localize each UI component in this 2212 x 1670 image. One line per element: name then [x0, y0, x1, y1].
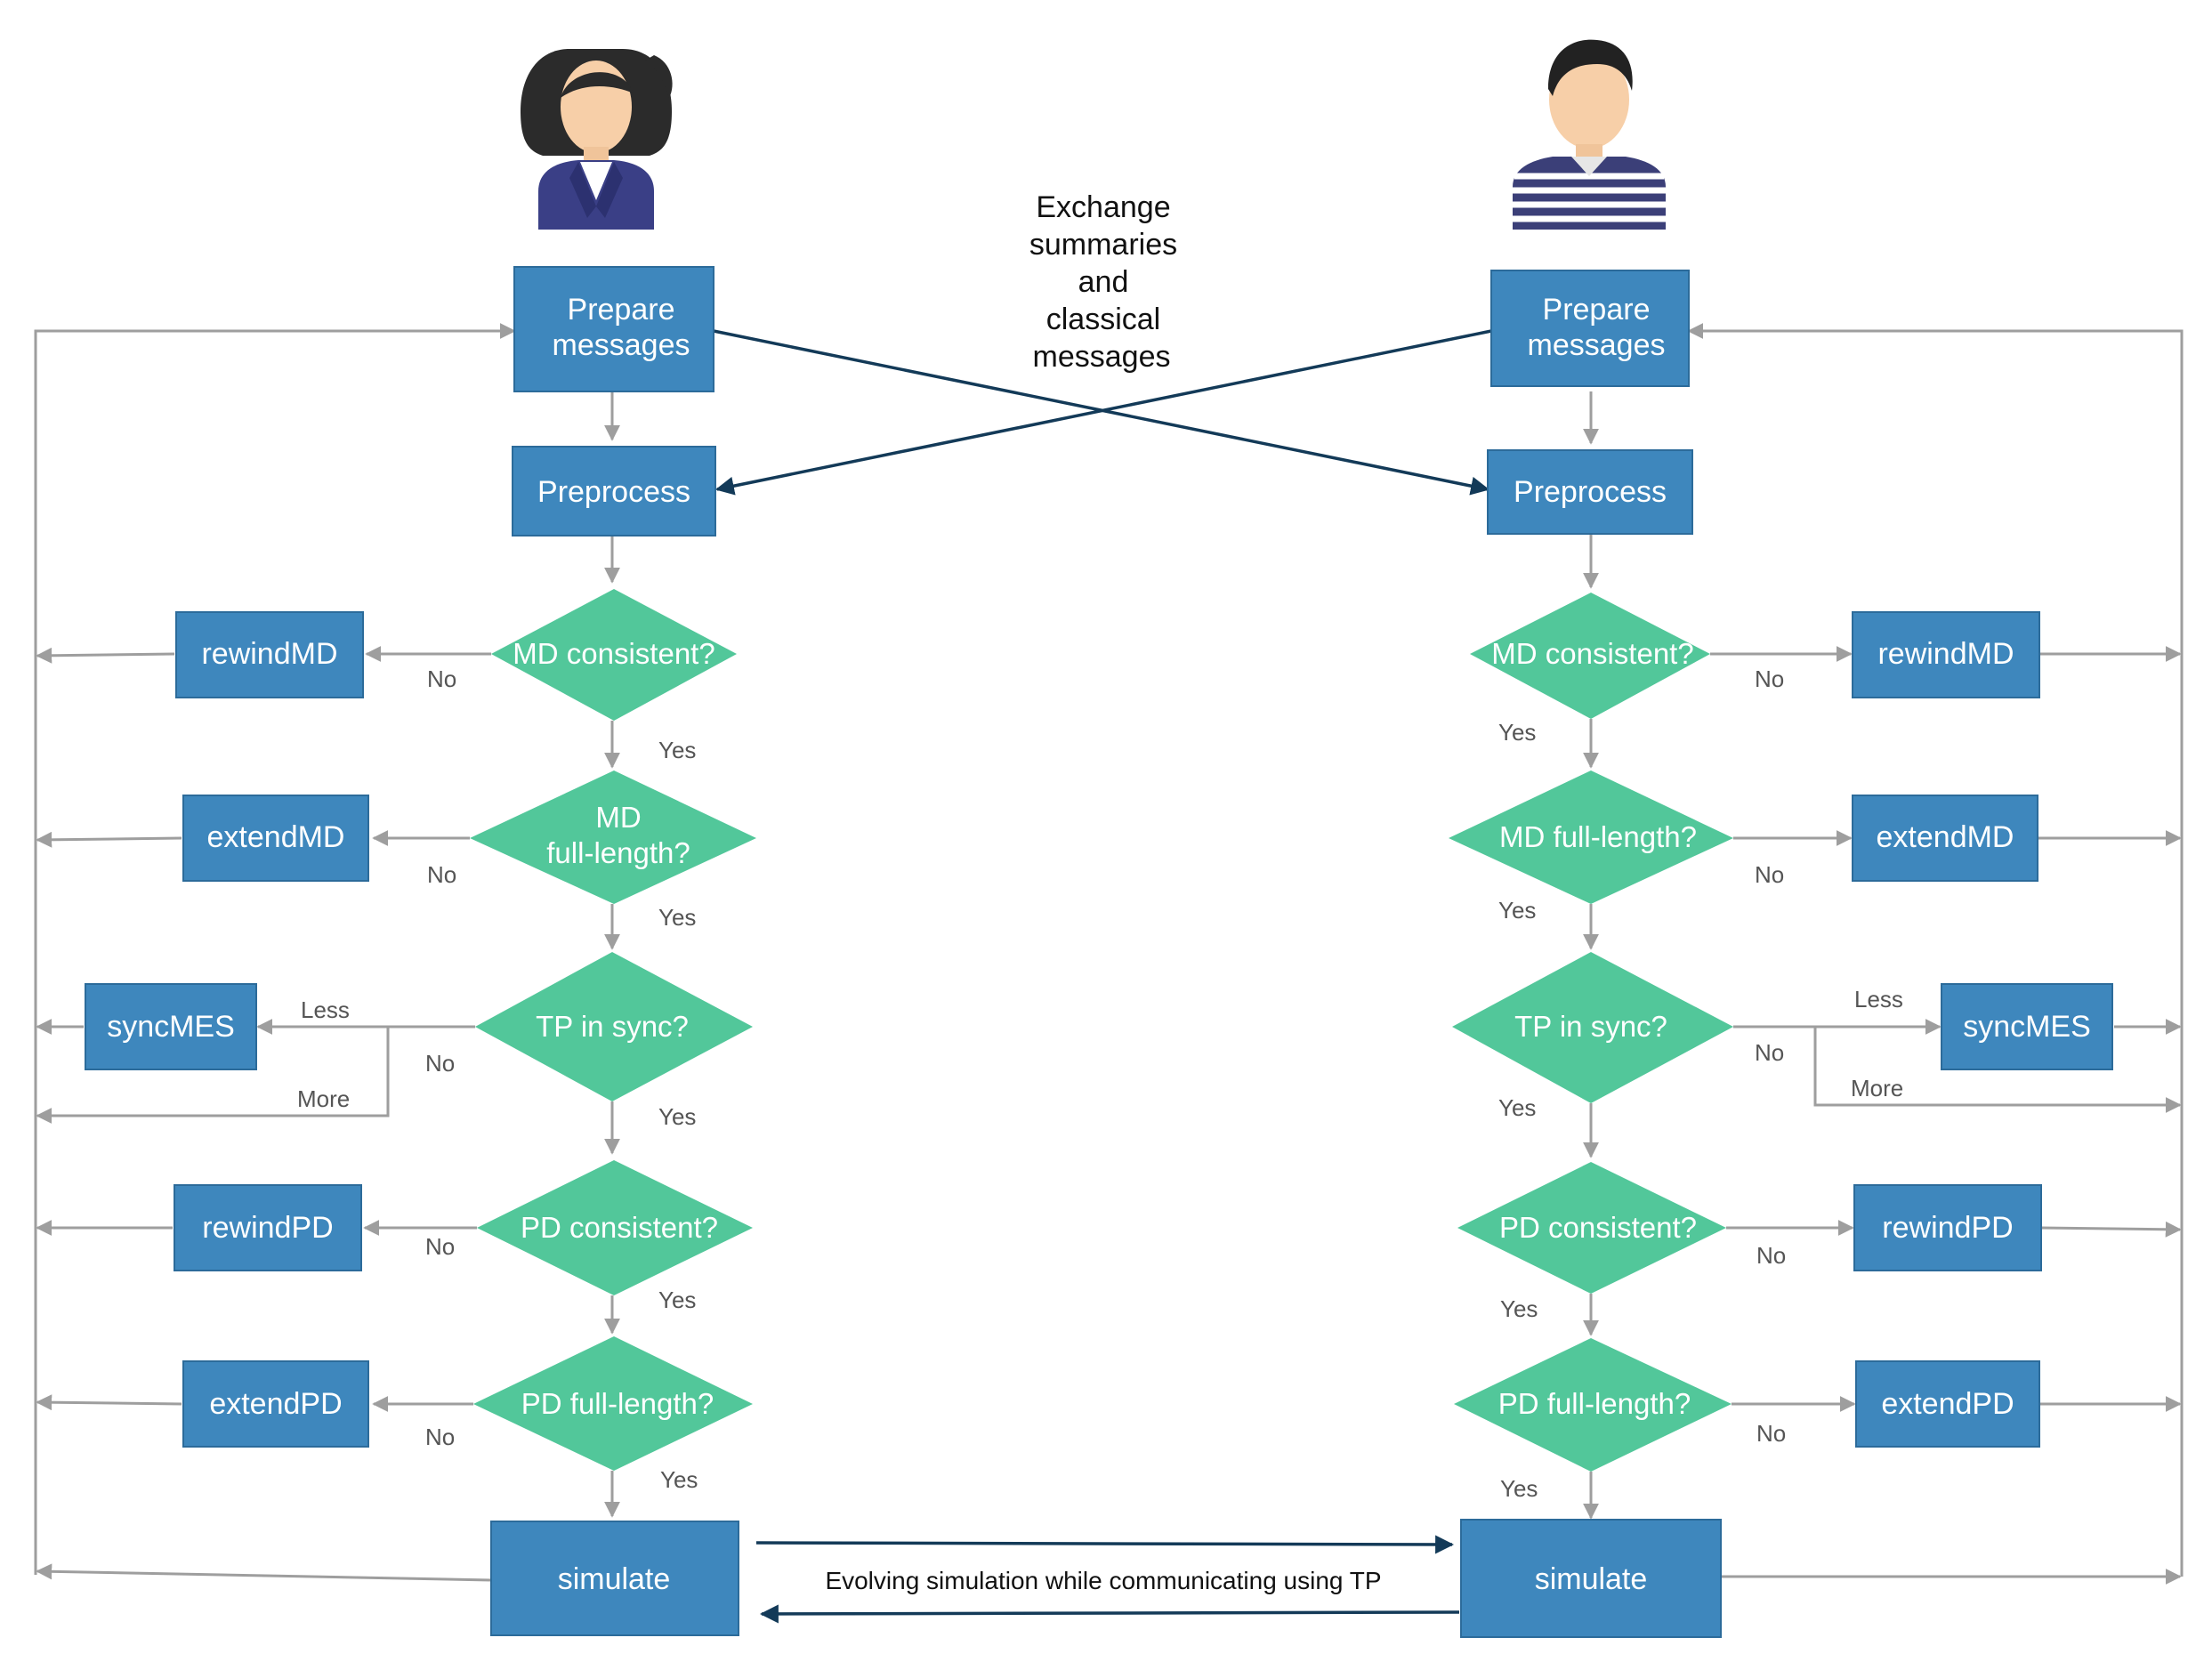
left-pd-consistent-diamond[interactable]: PD consistent? — [477, 1160, 753, 1295]
right-extend-md-box[interactable]: extendMD — [1852, 795, 2038, 882]
left-rewind-md-box[interactable]: rewindMD — [175, 611, 364, 698]
right-preprocess-label: Preprocess — [1514, 475, 1667, 509]
right-prepare-label-line2: messages — [1528, 328, 1666, 362]
exchange-note-line4: classical — [1046, 303, 1160, 336]
left-sync-mes-label: syncMES — [107, 1010, 235, 1044]
left-tp-no-label: No — [425, 1050, 455, 1077]
left-md-full-length-diamond[interactable]: MD full-length? — [470, 770, 756, 904]
right-prepare-messages-box[interactable]: Prepare messages — [1490, 270, 1690, 387]
left-rewind-md-label: rewindMD — [201, 637, 337, 671]
left-md-full-length-label-line1: MD — [595, 801, 641, 834]
left-pd-consistent-yes-label: Yes — [658, 1287, 696, 1313]
left-prepare-label-line1: Prepare — [568, 293, 675, 327]
right-md-consistent-label: MD consistent? — [1491, 637, 1693, 670]
left-preprocess-box[interactable]: Preprocess — [512, 446, 716, 536]
exchange-note: Exchange summaries and classical message… — [1029, 190, 1177, 374]
right-pd-full-length-diamond[interactable]: PD full-length? — [1454, 1338, 1732, 1472]
right-prepare-label-line1: Prepare — [1543, 293, 1651, 327]
right-tp-no-label: No — [1755, 1039, 1784, 1066]
left-tp-in-sync-label: TP in sync? — [536, 1010, 689, 1043]
right-pd-consistent-diamond[interactable]: PD consistent? — [1457, 1162, 1726, 1294]
left-flow: Prepare messages Preprocess MD consisten… — [85, 266, 756, 1636]
man-avatar-icon — [1513, 39, 1666, 230]
right-md-full-length-label: MD full-length? — [1499, 820, 1697, 853]
right-pd-full-length-label: PD full-length? — [1498, 1387, 1691, 1420]
right-tp-in-sync-diamond[interactable]: TP in sync? — [1452, 952, 1733, 1103]
left-md-full-length-no-label: No — [427, 861, 456, 888]
right-extend-pd-box[interactable]: extendPD — [1855, 1360, 2040, 1448]
right-flow: Prepare messages Preprocess MD consisten… — [1449, 270, 2113, 1638]
exchange-note-line3: and — [1078, 265, 1129, 299]
left-tp-less-label: Less — [301, 996, 350, 1023]
right-rewind-pd-box[interactable]: rewindPD — [1853, 1184, 2042, 1271]
left-simulate-box[interactable]: simulate — [490, 1521, 739, 1636]
right-tp-in-sync-label: TP in sync? — [1514, 1010, 1667, 1043]
right-tp-more-label: More — [1851, 1075, 1903, 1101]
left-pd-full-length-no-label: No — [425, 1424, 455, 1450]
left-rewind-pd-label: rewindPD — [202, 1211, 333, 1245]
right-md-consistent-yes-label: Yes — [1498, 719, 1536, 746]
left-rewind-pd-box[interactable]: rewindPD — [174, 1184, 362, 1271]
left-prepare-label-line2: messages — [553, 328, 690, 362]
exchange-note-line1: Exchange — [1036, 190, 1170, 224]
exchange-arrows — [713, 329, 1492, 1624]
right-extend-pd-label: extendPD — [1881, 1387, 2014, 1421]
left-pd-consistent-label: PD consistent? — [521, 1211, 718, 1244]
left-tp-yes-label: Yes — [658, 1103, 696, 1130]
right-pd-consistent-yes-label: Yes — [1500, 1295, 1538, 1322]
right-md-consistent-no-label: No — [1755, 666, 1784, 692]
right-md-consistent-diamond[interactable]: MD consistent? — [1470, 593, 1710, 719]
right-pd-consistent-label: PD consistent? — [1499, 1211, 1697, 1244]
right-rewind-md-label: rewindMD — [1877, 637, 2014, 671]
right-tp-yes-label: Yes — [1498, 1094, 1536, 1121]
left-pd-consistent-no-label: No — [425, 1233, 455, 1260]
left-extend-md-box[interactable]: extendMD — [182, 795, 369, 882]
left-pd-full-length-label: PD full-length? — [521, 1387, 714, 1420]
right-rewind-md-box[interactable]: rewindMD — [1852, 611, 2040, 698]
right-simulate-box[interactable]: simulate — [1460, 1519, 1722, 1638]
footer-note: Evolving simulation while communicating … — [825, 1567, 1381, 1594]
left-md-consistent-yes-label: Yes — [658, 737, 696, 763]
left-simulate-label: simulate — [558, 1562, 671, 1596]
left-md-consistent-no-label: No — [427, 666, 456, 692]
right-md-full-length-yes-label: Yes — [1498, 897, 1536, 924]
right-sync-mes-label: syncMES — [1963, 1010, 2091, 1044]
left-md-full-length-yes-label: Yes — [658, 904, 696, 931]
right-rewind-pd-label: rewindPD — [1882, 1211, 2013, 1245]
right-tp-less-label: Less — [1854, 986, 1903, 1012]
exchange-note-line2: summaries — [1029, 228, 1177, 262]
right-pd-consistent-no-label: No — [1756, 1242, 1786, 1269]
left-pd-full-length-diamond[interactable]: PD full-length? — [473, 1336, 753, 1471]
left-sync-mes-box[interactable]: syncMES — [85, 983, 257, 1070]
right-md-full-length-diamond[interactable]: MD full-length? — [1449, 770, 1733, 904]
left-md-full-length-label-line2: full-length? — [546, 836, 690, 869]
branch-labels: No Yes No Yes Less No More Yes No Yes No… — [297, 666, 1903, 1502]
right-sync-mes-box[interactable]: syncMES — [1941, 983, 2113, 1070]
left-prepare-messages-box[interactable]: Prepare messages — [513, 266, 714, 392]
right-extend-md-label: extendMD — [1877, 820, 2014, 854]
left-md-consistent-diamond[interactable]: MD consistent? — [491, 589, 737, 721]
left-extend-pd-label: extendPD — [209, 1387, 342, 1421]
right-simulate-label: simulate — [1535, 1562, 1648, 1596]
left-tp-more-label: More — [297, 1085, 350, 1112]
right-md-full-length-no-label: No — [1755, 861, 1784, 888]
woman-avatar-icon — [521, 49, 673, 230]
exchange-note-line5: messages — [1033, 340, 1171, 374]
connector-lines — [34, 323, 2184, 1585]
left-tp-in-sync-diamond[interactable]: TP in sync? — [475, 952, 753, 1101]
left-preprocess-label: Preprocess — [537, 475, 690, 509]
left-pd-full-length-yes-label: Yes — [660, 1466, 698, 1493]
right-pd-full-length-yes-label: Yes — [1500, 1475, 1538, 1502]
left-extend-md-label: extendMD — [207, 820, 345, 854]
right-preprocess-box[interactable]: Preprocess — [1487, 449, 1693, 535]
right-pd-full-length-no-label: No — [1756, 1420, 1786, 1447]
left-extend-pd-box[interactable]: extendPD — [182, 1360, 369, 1448]
left-md-consistent-label: MD consistent? — [513, 637, 714, 670]
